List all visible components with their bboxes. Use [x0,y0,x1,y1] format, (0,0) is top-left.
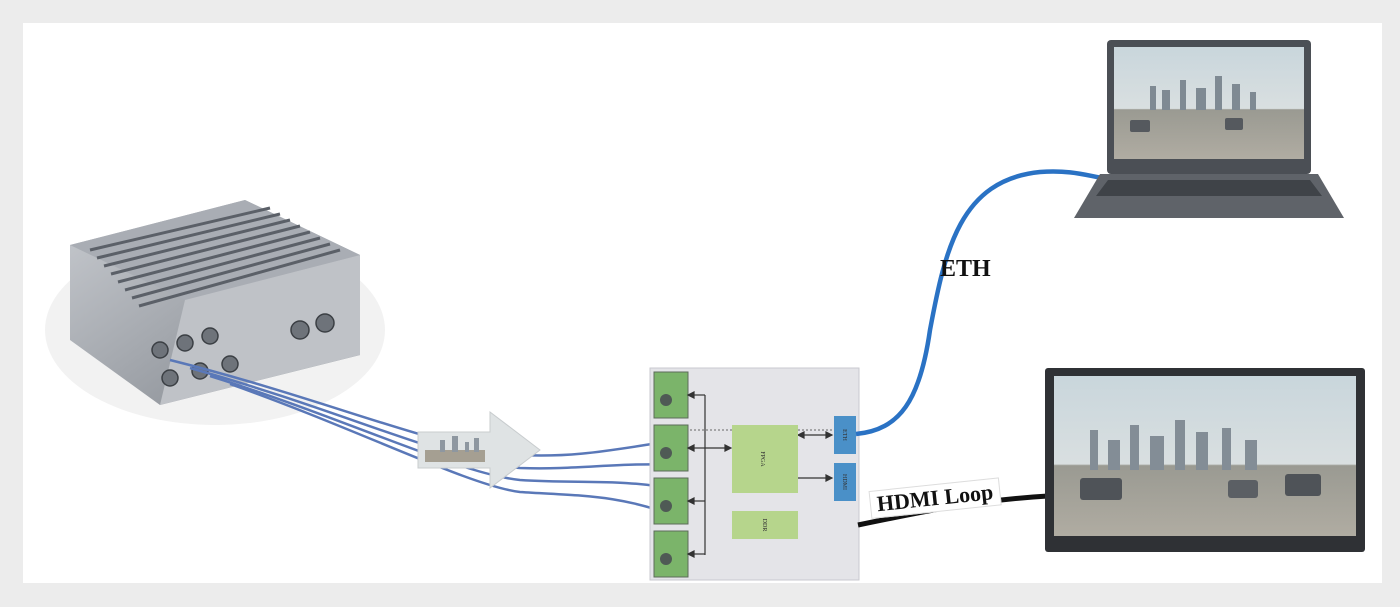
ddr-label: DDR [761,519,767,532]
camera-module-icon [653,371,689,578]
ddr-block [732,511,798,539]
eth-label: ETH [940,256,991,282]
hdmi-port-label: HDMI [841,474,847,490]
laptop-icon [1074,40,1344,218]
board: FPGA DDR ETH HDMI [649,367,860,581]
fpga-block [732,425,798,493]
eth-port-label: ETH [841,429,847,441]
eth-cable [855,169,1103,437]
monitor-icon [1045,368,1365,552]
eth-port [834,416,856,454]
hdmi-port [834,463,856,501]
fpga-label: FPGA [759,451,765,467]
camera-unit-icon [45,200,385,425]
arrow-icon [417,410,541,490]
